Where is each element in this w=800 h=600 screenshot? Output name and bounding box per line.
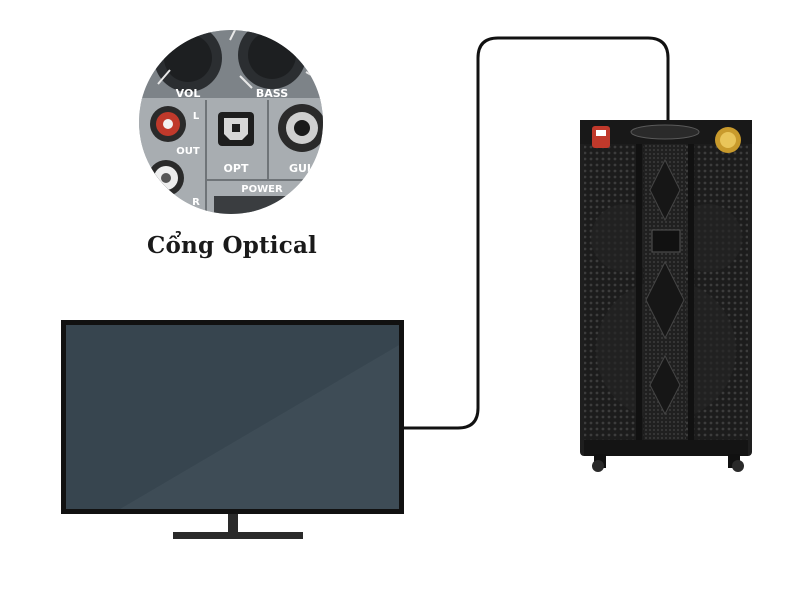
optical-port-closeup: VOL BASS L OUT R OPT GUI POWER (139, 30, 323, 214)
left-wheel (592, 460, 604, 472)
red-badge (592, 126, 610, 148)
caption-optical-port: Cổng Optical (147, 232, 317, 259)
label-right: R (192, 197, 200, 208)
diamond-bottom (649, 354, 681, 416)
right-wheel (732, 460, 744, 472)
optical-cable (404, 36, 670, 430)
tv-stand-base (173, 532, 303, 539)
brand-logo (630, 124, 700, 140)
label-gui: GUI (289, 162, 311, 175)
label-opt: OPT (224, 162, 249, 175)
karaoke-speaker (580, 120, 752, 472)
speaker-center-logo (651, 229, 681, 253)
diamond-top (649, 158, 681, 222)
label-power: POWER (241, 184, 283, 195)
label-vol: VOL (176, 87, 201, 100)
label-bass: BASS (256, 87, 288, 100)
tv-stand-neck (228, 514, 238, 534)
diamond-middle (645, 260, 685, 340)
television (61, 320, 404, 539)
label-left: L (193, 111, 200, 122)
label-out: OUT (176, 146, 200, 157)
